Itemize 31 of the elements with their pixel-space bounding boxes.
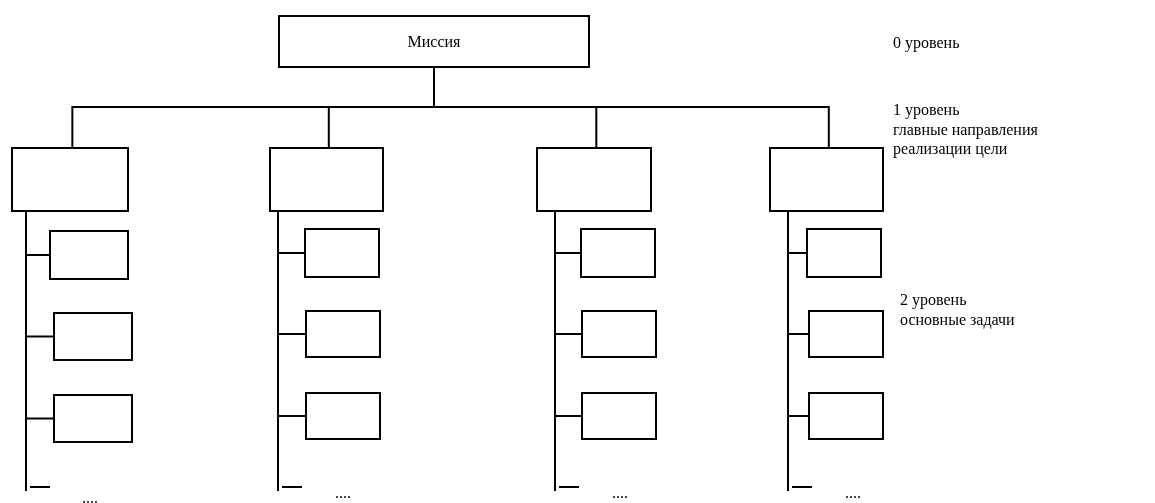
empty-box [269,147,384,212]
empty-box [580,228,656,278]
empty-box [581,392,657,440]
level-label: 2 уровень [900,290,967,309]
empty-box [808,310,884,358]
ellipsis: .... [612,483,628,502]
level-description: главные направления реализации цели [893,120,1039,158]
empty-box [536,147,652,212]
empty-box [769,147,884,212]
connector-line [554,211,580,492]
ellipsis: .... [845,483,861,502]
empty-box [808,392,884,440]
empty-box [305,392,381,440]
connector-line [787,211,813,492]
level-description: основные задачи [900,310,1015,329]
empty-box [305,310,381,358]
ellipsis: .... [335,483,351,502]
empty-box [49,230,129,280]
connector-line [277,211,303,492]
connector-line [25,211,51,492]
level-label: 1 уровень [893,100,960,119]
empty-box [806,228,882,278]
mission-box [278,15,590,68]
empty-box [581,310,657,358]
level-label: 0 уровень [893,33,960,52]
empty-box [53,312,133,361]
empty-box [53,394,133,443]
node-text: Миссия [407,32,461,51]
empty-box [304,228,380,278]
ellipsis: .... [82,488,98,503]
empty-box [11,147,129,212]
